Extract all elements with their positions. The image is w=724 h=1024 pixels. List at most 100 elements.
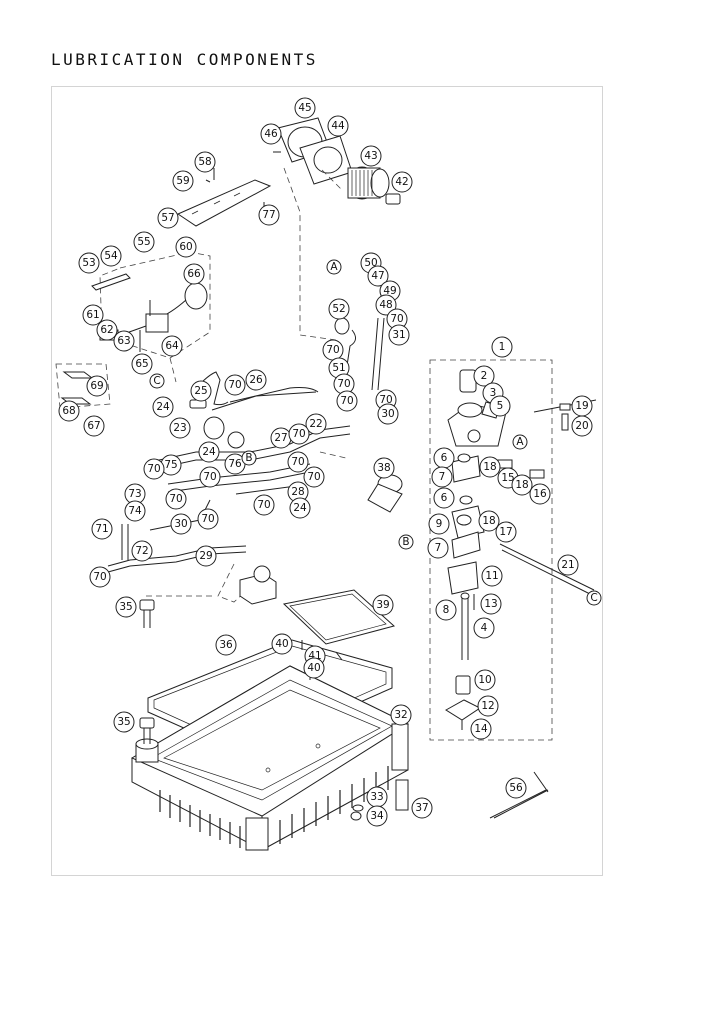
callout-37: 37 — [411, 797, 433, 819]
svg-text:16: 16 — [533, 488, 547, 500]
svg-text:44: 44 — [331, 120, 345, 132]
svg-text:C: C — [153, 375, 160, 387]
svg-text:70: 70 — [326, 344, 339, 356]
svg-text:18: 18 — [515, 479, 528, 491]
callout-70: 70 — [143, 458, 165, 480]
svg-text:26: 26 — [249, 374, 263, 386]
svg-text:65: 65 — [135, 358, 148, 370]
callout-48: 48 — [375, 294, 397, 316]
svg-text:30: 30 — [174, 518, 187, 530]
callout-21: 21 — [557, 554, 579, 576]
svg-text:56: 56 — [509, 782, 523, 794]
callout-60: 60 — [175, 236, 197, 258]
svg-text:70: 70 — [292, 428, 305, 440]
callout-74: 74 — [124, 500, 146, 522]
callout-40: 40 — [271, 633, 293, 655]
callout-65: 65 — [131, 353, 153, 375]
callout-66: 66 — [183, 263, 205, 285]
callout-29: 29 — [195, 545, 217, 567]
svg-text:5: 5 — [497, 400, 504, 412]
svg-text:72: 72 — [135, 545, 148, 557]
svg-text:67: 67 — [87, 420, 100, 432]
svg-text:48: 48 — [379, 299, 392, 311]
callout-30: 30 — [377, 403, 399, 425]
callout-1: 1 — [491, 336, 513, 358]
oil-tubing-network — [107, 317, 403, 573]
callout-70: 70 — [303, 466, 325, 488]
svg-text:68: 68 — [62, 405, 75, 417]
callout-68: 68 — [58, 400, 80, 422]
callout-70: 70 — [253, 494, 275, 516]
callout-43: 43 — [360, 145, 382, 167]
oil-filter-assembly — [273, 117, 401, 205]
svg-text:21: 21 — [561, 559, 574, 571]
callout-10: 10 — [474, 669, 496, 691]
callout-69: 69 — [86, 375, 108, 397]
svg-text:10: 10 — [478, 674, 491, 686]
callout-24: 24 — [289, 497, 311, 519]
svg-text:38: 38 — [377, 462, 390, 474]
callout-8: 8 — [435, 599, 457, 621]
svg-text:24: 24 — [202, 446, 216, 458]
svg-text:70: 70 — [257, 499, 270, 511]
svg-text:75: 75 — [164, 459, 177, 471]
svg-text:70: 70 — [307, 471, 320, 483]
svg-text:49: 49 — [383, 285, 396, 297]
callout-61: 61 — [82, 304, 104, 326]
callout-2: 2 — [473, 365, 495, 387]
callout-71: 71 — [91, 518, 113, 540]
callout-36: 36 — [215, 634, 237, 656]
oil-pump-assembly — [445, 369, 597, 819]
callout-35: 35 — [115, 596, 137, 618]
connector-C: C — [149, 373, 165, 389]
svg-text:74: 74 — [128, 505, 142, 517]
svg-text:61: 61 — [86, 309, 99, 321]
callout-72: 72 — [131, 540, 153, 562]
svg-text:60: 60 — [179, 241, 192, 253]
svg-text:33: 33 — [370, 791, 383, 803]
callout-70: 70 — [287, 451, 309, 473]
connector-C: C — [586, 590, 602, 606]
svg-text:35: 35 — [117, 716, 130, 728]
callout-53: 53 — [78, 252, 100, 274]
svg-text:11: 11 — [485, 570, 498, 582]
callout-76: 76 — [224, 453, 246, 475]
callout-75: 75 — [160, 454, 182, 476]
callout-18: 18 — [511, 474, 533, 496]
svg-text:B: B — [402, 536, 409, 548]
svg-text:70: 70 — [291, 456, 304, 468]
svg-text:39: 39 — [376, 599, 389, 611]
svg-text:C: C — [590, 592, 597, 604]
callout-40: 40 — [303, 657, 325, 679]
callout-67: 67 — [83, 415, 105, 437]
svg-text:40: 40 — [275, 638, 288, 650]
callout-58: 58 — [194, 151, 216, 173]
callout-52: 52 — [328, 298, 350, 320]
callout-7: 7 — [431, 466, 453, 488]
connector-B: B — [398, 534, 414, 550]
callout-23: 23 — [169, 417, 191, 439]
svg-text:1: 1 — [499, 341, 506, 353]
callout-7: 7 — [427, 537, 449, 559]
svg-text:62: 62 — [100, 324, 113, 336]
svg-text:73: 73 — [128, 488, 141, 500]
callout-46: 46 — [260, 123, 282, 145]
callout-70: 70 — [199, 466, 221, 488]
svg-text:14: 14 — [474, 723, 488, 735]
svg-text:70: 70 — [390, 313, 403, 325]
callout-70: 70 — [197, 508, 219, 530]
page-title: LUBRICATION COMPONENTS — [51, 50, 318, 69]
svg-text:2: 2 — [481, 370, 488, 382]
lube-gauge-assembly — [91, 273, 208, 352]
svg-text:43: 43 — [364, 150, 377, 162]
svg-text:28: 28 — [291, 486, 304, 498]
svg-text:70: 70 — [201, 513, 214, 525]
svg-text:12: 12 — [481, 700, 494, 712]
svg-text:77: 77 — [262, 209, 275, 221]
callout-4: 4 — [473, 617, 495, 639]
svg-text:34: 34 — [370, 810, 384, 822]
callout-5: 5 — [489, 395, 511, 417]
svg-text:13: 13 — [484, 598, 497, 610]
callout-59: 59 — [172, 170, 194, 192]
callout-18: 18 — [479, 456, 501, 478]
